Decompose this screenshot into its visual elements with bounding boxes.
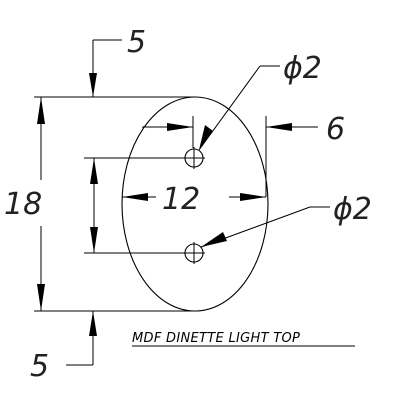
dimension-hole-spacing bbox=[90, 158, 98, 253]
leader-lower-hole-diameter bbox=[200, 206, 330, 248]
drawing-title: MDF DINETTE LIGHT TOP bbox=[132, 331, 300, 346]
lower-hole bbox=[183, 242, 205, 264]
upper-hole-diameter-label: ϕ2 bbox=[283, 51, 322, 86]
dimension-overall-height bbox=[37, 97, 45, 311]
dimension-bottom-offset-label: 5 bbox=[30, 349, 49, 384]
leader-upper-hole-diameter bbox=[198, 65, 280, 151]
upper-hole bbox=[183, 147, 205, 169]
dimension-width-label: 12 bbox=[162, 182, 200, 217]
dimension-bottom-offset bbox=[66, 311, 97, 366]
dimension-width bbox=[122, 193, 266, 201]
lower-hole-diameter-label: ϕ2 bbox=[333, 192, 372, 227]
dimension-edge-offset bbox=[142, 116, 318, 197]
dimension-overall-height-label: 18 bbox=[4, 187, 42, 222]
dimension-top-offset-label: 5 bbox=[127, 25, 146, 60]
dimension-edge-offset-label: 6 bbox=[326, 112, 345, 147]
dimension-top-offset bbox=[89, 39, 122, 97]
